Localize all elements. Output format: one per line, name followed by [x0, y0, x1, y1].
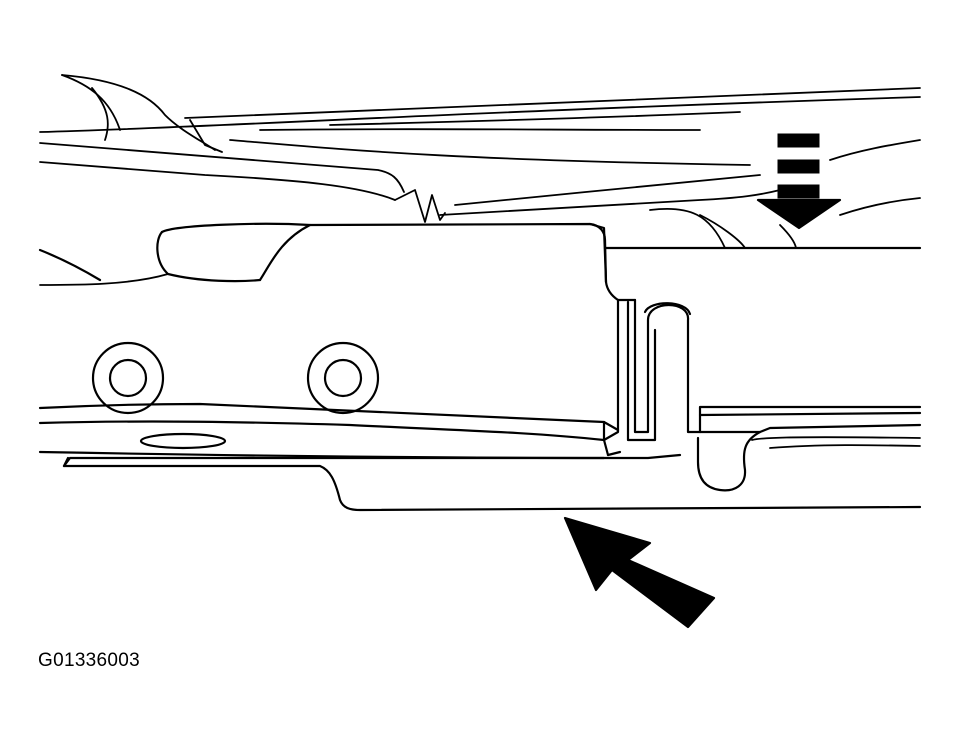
arrow-head-down: [756, 198, 842, 230]
bolt-hole-left: [91, 341, 165, 415]
arrow-dash-2: [777, 159, 820, 174]
arrow-dash-1: [777, 133, 820, 148]
dashed-arrow-down: [756, 133, 842, 230]
zigzag-fold: [394, 189, 446, 223]
arrow-dash-3: [777, 184, 820, 199]
right-panel: [604, 246, 922, 492]
slot-hole: [139, 432, 227, 450]
solid-arrow-up-left: [563, 516, 716, 629]
bottom-flange: [38, 450, 922, 512]
bracket: [38, 222, 620, 457]
bolt-hole-right: [306, 341, 380, 415]
upper-body-lines: [39, 74, 921, 249]
figure-id-label: G01336003: [38, 650, 141, 671]
